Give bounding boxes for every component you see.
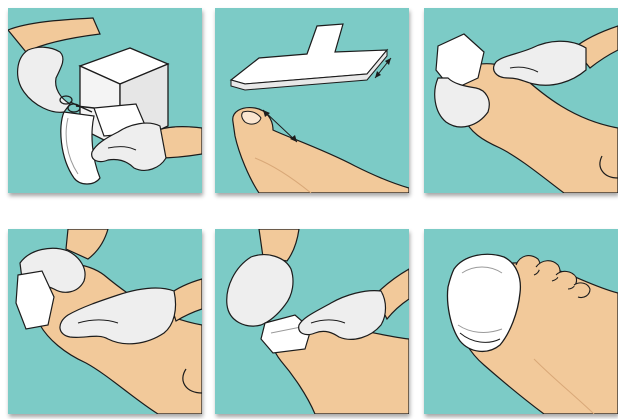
step-5-fold-strip-panel (215, 229, 409, 414)
step-3-illustration (424, 8, 618, 193)
step-4-illustration (8, 229, 202, 414)
step-4-wrap-strip-panel (8, 229, 202, 414)
step-2-measure-strip-panel (215, 8, 409, 193)
step-5-illustration (215, 229, 409, 414)
step-1-cut-bandage-panel (8, 8, 202, 193)
step-6-finished-dressing-panel (424, 229, 618, 414)
step-3-place-strip-panel (424, 8, 618, 193)
step-2-illustration (215, 8, 409, 193)
step-1-illustration (8, 8, 202, 193)
step-6-illustration (424, 229, 618, 414)
